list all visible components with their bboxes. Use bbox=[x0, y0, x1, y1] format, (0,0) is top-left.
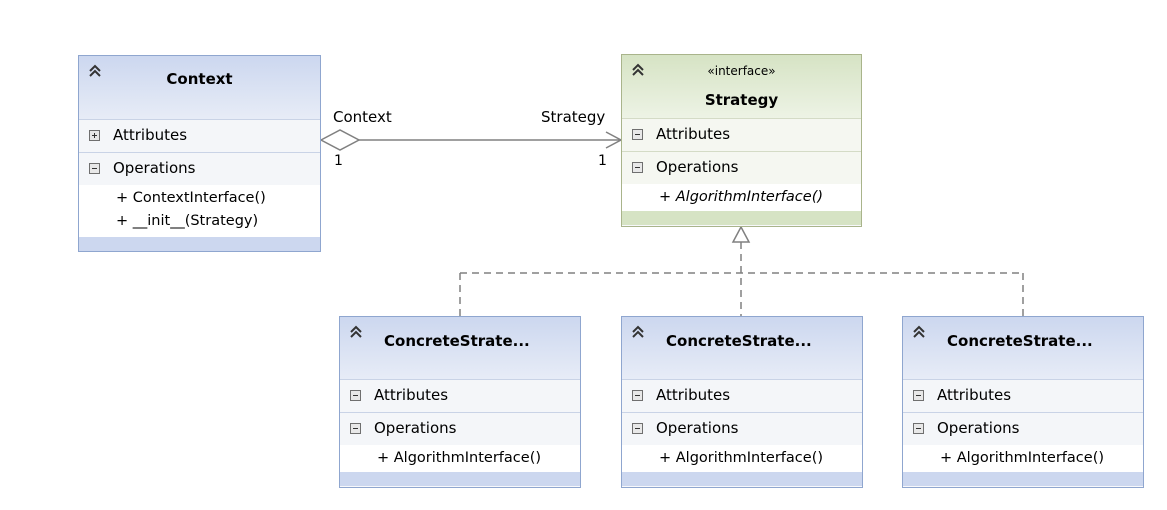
collapse-icon[interactable] bbox=[632, 129, 643, 140]
operation-item[interactable]: + AlgorithmInterface() bbox=[940, 450, 1105, 466]
operations-list: + AlgorithmInterface() bbox=[903, 445, 1143, 472]
operations-section[interactable]: Operations bbox=[622, 412, 862, 445]
operations-section[interactable]: Operations bbox=[622, 151, 861, 184]
class-footer bbox=[340, 472, 580, 486]
expand-icon[interactable] bbox=[89, 130, 100, 141]
association-source-multiplicity: 1 bbox=[334, 153, 343, 169]
operations-list: + AlgorithmInterface() bbox=[340, 445, 580, 472]
operations-label: Operations bbox=[113, 159, 196, 177]
concrete-strategy-class[interactable]: ConcreteStrate... Attributes Operations … bbox=[621, 316, 863, 488]
collapse-icon[interactable] bbox=[350, 423, 361, 434]
collapse-chevron-icon[interactable] bbox=[631, 325, 645, 339]
operations-list: + AlgorithmInterface() bbox=[622, 445, 862, 472]
collapse-chevron-icon[interactable] bbox=[349, 325, 363, 339]
class-title: ConcreteStrate... bbox=[384, 332, 530, 350]
attributes-label: Attributes bbox=[374, 386, 449, 404]
context-class[interactable]: Context Attributes Operations + ContextI… bbox=[78, 55, 321, 252]
class-title: ConcreteStrate... bbox=[947, 332, 1093, 350]
realization-lines bbox=[459, 242, 1024, 316]
collapse-icon[interactable] bbox=[913, 390, 924, 401]
class-title: Strategy bbox=[704, 91, 779, 109]
association-target-role: Strategy bbox=[541, 108, 606, 126]
class-header: «interface» Strategy bbox=[622, 55, 861, 118]
association-source-role: Context bbox=[333, 108, 392, 126]
collapse-chevron-icon[interactable] bbox=[912, 325, 926, 339]
operations-label: Operations bbox=[374, 419, 457, 437]
operation-item[interactable]: + AlgorithmInterface() bbox=[659, 189, 824, 205]
operations-section[interactable]: Operations bbox=[903, 412, 1143, 445]
class-title: ConcreteStrate... bbox=[666, 332, 812, 350]
operations-section[interactable]: Operations bbox=[340, 412, 580, 445]
operation-item[interactable]: + AlgorithmInterface() bbox=[377, 450, 542, 466]
attributes-label: Attributes bbox=[656, 386, 731, 404]
operations-list: + AlgorithmInterface() bbox=[622, 184, 861, 211]
operations-label: Operations bbox=[937, 419, 1020, 437]
class-footer bbox=[622, 472, 862, 486]
operations-list: + ContextInterface() + __init__(Strategy… bbox=[79, 185, 320, 237]
stereotype-label: «interface» bbox=[707, 64, 776, 78]
attributes-label: Attributes bbox=[937, 386, 1012, 404]
class-header: ConcreteStrate... bbox=[622, 317, 862, 379]
collapse-icon[interactable] bbox=[89, 163, 100, 174]
class-header: ConcreteStrate... bbox=[903, 317, 1143, 379]
operation-item[interactable]: + AlgorithmInterface() bbox=[659, 450, 824, 466]
class-footer bbox=[903, 472, 1143, 486]
collapse-icon[interactable] bbox=[632, 390, 643, 401]
aggregation-diamond bbox=[319, 129, 361, 151]
collapse-icon[interactable] bbox=[632, 423, 643, 434]
class-footer bbox=[79, 237, 320, 251]
operations-section[interactable]: Operations bbox=[79, 152, 320, 185]
collapse-icon[interactable] bbox=[350, 390, 361, 401]
attributes-label: Attributes bbox=[656, 125, 731, 143]
attributes-label: Attributes bbox=[113, 126, 188, 144]
attributes-section[interactable]: Attributes bbox=[79, 119, 320, 152]
attributes-section[interactable]: Attributes bbox=[340, 379, 580, 412]
operation-item[interactable]: + ContextInterface() bbox=[116, 190, 266, 206]
collapse-icon[interactable] bbox=[632, 162, 643, 173]
concrete-strategy-class[interactable]: ConcreteStrate... Attributes Operations … bbox=[902, 316, 1144, 488]
class-header: ConcreteStrate... bbox=[340, 317, 580, 379]
attributes-section[interactable]: Attributes bbox=[622, 379, 862, 412]
attributes-section[interactable]: Attributes bbox=[622, 118, 861, 151]
class-footer bbox=[622, 211, 861, 225]
attributes-section[interactable]: Attributes bbox=[903, 379, 1143, 412]
class-title: Context bbox=[166, 70, 233, 88]
concrete-strategy-class[interactable]: ConcreteStrate... Attributes Operations … bbox=[339, 316, 581, 488]
strategy-interface[interactable]: «interface» Strategy Attributes Operatio… bbox=[621, 54, 862, 227]
operations-label: Operations bbox=[656, 419, 739, 437]
collapse-chevron-icon[interactable] bbox=[631, 63, 645, 77]
operations-label: Operations bbox=[656, 158, 739, 176]
class-header: Context bbox=[79, 56, 320, 119]
realization-arrowhead bbox=[731, 225, 751, 243]
operation-item[interactable]: + __init__(Strategy) bbox=[116, 213, 259, 229]
collapse-icon[interactable] bbox=[913, 423, 924, 434]
collapse-chevron-icon[interactable] bbox=[88, 64, 102, 78]
association-target-multiplicity: 1 bbox=[598, 153, 607, 169]
